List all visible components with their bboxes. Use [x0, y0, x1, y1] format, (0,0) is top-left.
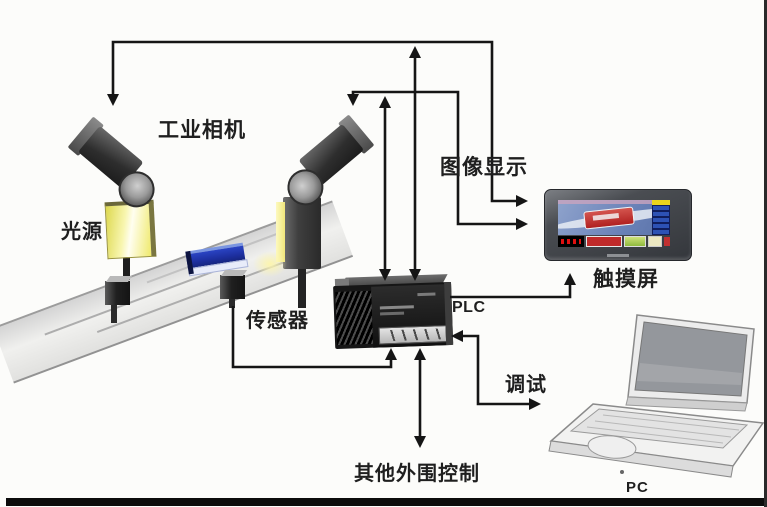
laptop-touchpad [587, 435, 637, 459]
plc-label: PLC [452, 299, 486, 316]
plc-pc-debug-line [457, 334, 535, 406]
light-source-left-pole [123, 251, 130, 280]
arrow-down-icon [414, 436, 426, 448]
screen-red-buttons [586, 236, 622, 247]
right-border [764, 0, 767, 507]
arrow-up-icon [409, 46, 421, 58]
sensor-left-pole [111, 305, 117, 323]
light-source-label: 光源 [61, 221, 103, 243]
pc-laptop [548, 314, 765, 478]
image-display-label: 图像显示 [440, 156, 528, 179]
screen-green-button [624, 236, 646, 247]
arrow-right-icon [516, 195, 528, 207]
screen-button-column [652, 200, 670, 235]
arrow-down-icon [107, 94, 119, 106]
sensor-right-pole [229, 299, 235, 308]
arrow-up-icon [564, 273, 576, 285]
laptop-latch [620, 470, 624, 474]
arrow-up-icon [414, 348, 426, 360]
touch-screen-label: 触摸屏 [593, 268, 659, 291]
arrow-down-icon [347, 94, 359, 106]
arrow-down-icon [409, 269, 421, 281]
arrowheads [107, 46, 576, 448]
light-source-right [253, 197, 321, 277]
laptop-screen [634, 321, 748, 397]
keyboard-rows [586, 414, 740, 444]
debug-label: 调试 [505, 374, 547, 396]
arrow-right-icon [529, 398, 541, 410]
arrow-left-icon [451, 330, 463, 342]
light-source-right-pole [298, 268, 306, 308]
laptop-hinge [625, 396, 748, 412]
wire-paths [111, 40, 572, 443]
light-glow [253, 251, 287, 277]
arrow-up-icon [379, 96, 391, 108]
sensor-left [105, 281, 130, 305]
bottom-border [6, 498, 767, 506]
plc-touchscreen-line [450, 278, 572, 299]
arrow-right-icon [516, 218, 528, 230]
arrow-up-icon [385, 348, 397, 360]
arrow-down-icon [379, 269, 391, 281]
light-beam [276, 202, 285, 262]
other-peripheral-control-label: 其他外围控制 [354, 463, 480, 485]
screen-toolbar [558, 236, 670, 247]
screen-header [558, 200, 670, 204]
touch-screen-display [558, 200, 670, 235]
bezel-logo [607, 254, 629, 257]
camera1-to-display-line [111, 40, 522, 203]
screen-counter [558, 236, 584, 247]
screen-reflection [637, 363, 742, 385]
sensor-right [220, 275, 245, 299]
touch-screen-device [544, 189, 692, 261]
pc-label: PC [626, 479, 649, 496]
sensor-label: 传感器 [246, 310, 309, 332]
screen-small-button [664, 237, 670, 246]
screen-pale-button [648, 236, 662, 247]
industrial-camera-label: 工业相机 [158, 119, 246, 142]
